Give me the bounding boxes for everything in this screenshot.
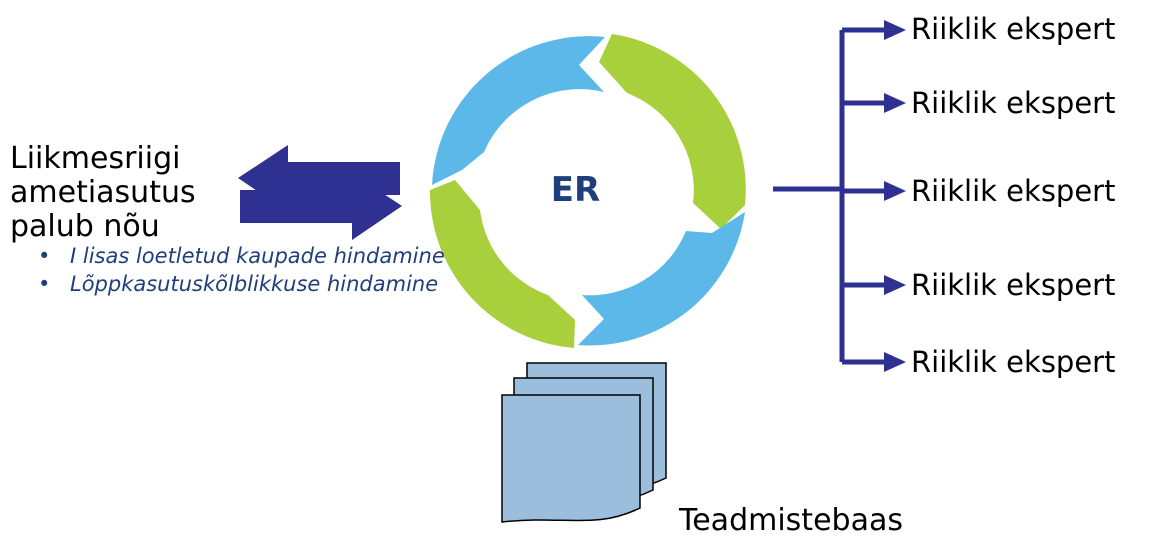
expert-label: Riiklik ekspert <box>911 12 1116 46</box>
requesting-authority: Liikmesriigi ametiasutus palub nõu <box>10 142 196 244</box>
cycle-arrow-top-right <box>599 34 746 229</box>
requester-line: ametiasutus <box>10 175 196 210</box>
cycle-arrow-bottom-left <box>429 180 575 348</box>
expert-connectors <box>773 27 890 365</box>
expert-label: Riiklik ekspert <box>911 268 1116 302</box>
list-item: I lisas loetletud kaupade hindamine <box>38 242 445 270</box>
requester-line: palub nõu <box>10 209 160 244</box>
request-types-list: I lisas loetletud kaupade hindamine Lõpp… <box>38 242 445 298</box>
cycle-arrow-bottom-right <box>578 212 745 346</box>
requester-line: Liikmesriigi <box>10 141 181 176</box>
cycle-arrow-top-left <box>432 36 605 185</box>
expert-label: Riiklik ekspert <box>911 174 1116 208</box>
expert-arrowheads <box>884 20 906 372</box>
expert-label: Riiklik ekspert <box>911 86 1116 120</box>
knowledge-base-label: Teadmistebaas <box>679 503 903 538</box>
list-item: Lõppkasutuskõlblikkuse hindamine <box>38 270 445 298</box>
expert-label: Riiklik ekspert <box>911 345 1116 379</box>
request-arrow <box>240 173 402 240</box>
knowledge-base-icon <box>501 362 667 523</box>
er-label: ER <box>550 170 601 210</box>
